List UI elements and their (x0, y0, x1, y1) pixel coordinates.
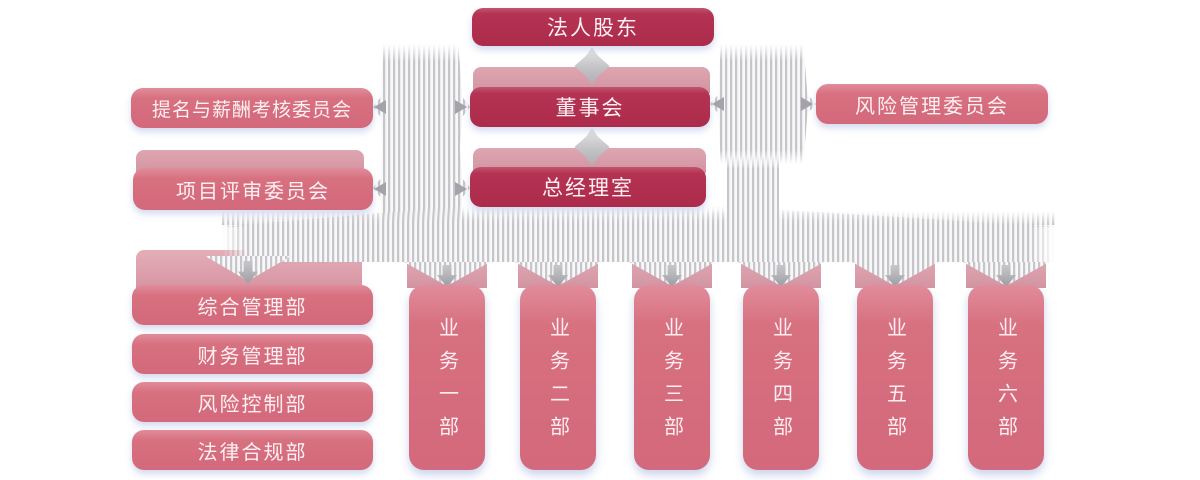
org-node-business-unit-6: 业务六部 (968, 285, 1044, 470)
arrowhead-into-risk-committee (801, 97, 813, 111)
arrowhead-into-nomination-committee (374, 100, 386, 114)
org-node-business-unit-5: 业务五部 (857, 285, 933, 470)
arrowhead-into-board-left (455, 100, 467, 114)
connector-board-risk-committee (710, 44, 816, 164)
org-node-business-unit-1: 业务一部 (409, 285, 485, 470)
org-node-business-unit-3-label: 业务三部 (660, 316, 683, 449)
connector-trunk-band (222, 224, 1055, 262)
arrowhead-into-project-committee (374, 182, 386, 196)
org-node-department-2-label: 财务管理部 (197, 345, 308, 368)
org-node-department-3-label: 风险控制部 (197, 393, 308, 416)
org-node-business-unit-1-label: 业务一部 (435, 316, 458, 449)
org-node-department-2: 财务管理部 (132, 334, 373, 374)
arrowhead-into-gm-office-left (455, 182, 467, 196)
arrowhead-into-board-right (712, 97, 724, 111)
org-node-department-1-label: 综合管理部 (197, 296, 308, 319)
org-node-gm-office-label: 总经理室 (542, 177, 634, 200)
org-node-business-unit-4: 业务四部 (743, 285, 819, 470)
org-node-business-unit-2-label: 业务二部 (546, 316, 569, 449)
org-node-business-unit-5-label: 业务五部 (883, 316, 906, 449)
org-node-project-committee-label: 项目评审委员会 (176, 180, 330, 203)
org-node-board-label: 董事会 (555, 97, 625, 120)
connector-trunk-ragged-edge (222, 211, 1055, 225)
org-node-business-unit-2: 业务二部 (520, 285, 596, 470)
org-node-department-1: 综合管理部 (132, 285, 373, 325)
org-node-risk-committee-label: 风险管理委员会 (855, 95, 1009, 118)
org-node-board: 董事会 (470, 87, 710, 127)
org-node-department-4: 法律合规部 (132, 430, 373, 470)
org-node-department-3: 风险控制部 (132, 382, 373, 422)
org-node-gm-office: 总经理室 (470, 167, 706, 207)
org-node-shareholder-label: 法人股东 (547, 17, 639, 40)
org-node-business-unit-3: 业务三部 (634, 285, 710, 470)
org-node-business-unit-6-label: 业务六部 (994, 316, 1017, 449)
org-node-project-committee: 项目评审委员会 (133, 168, 373, 210)
org-node-nomination-committee-label: 提名与薪酬考核委员会 (151, 99, 352, 121)
org-node-risk-committee: 风险管理委员会 (816, 84, 1048, 124)
org-node-business-unit-4-label: 业务四部 (769, 316, 792, 449)
org-node-nomination-committee: 提名与薪酬考核委员会 (131, 88, 373, 128)
org-node-department-4-label: 法律合规部 (197, 441, 308, 464)
org-node-shareholder: 法人股东 (472, 8, 714, 46)
